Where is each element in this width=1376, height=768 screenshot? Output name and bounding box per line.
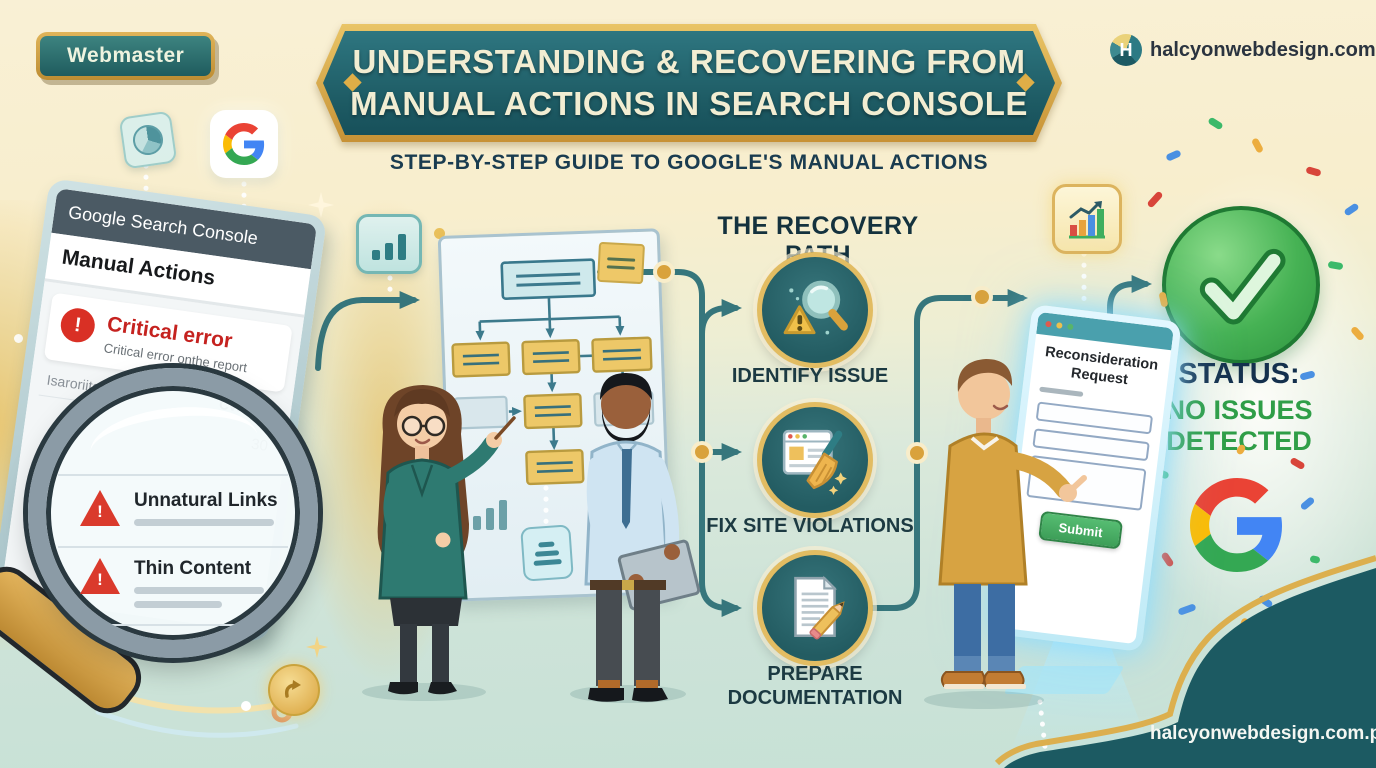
warning-triangle-icon: ! (80, 558, 120, 594)
window-dot-yellow (1056, 322, 1063, 329)
google-g-icon (210, 110, 278, 178)
brand-domain-top: halcyonwebdesign.com.ph (1150, 38, 1376, 61)
brand-domain-bottom: halcyonwebdesign.com.ph (1150, 723, 1376, 744)
magnifying-glass: ! Unnatural Links ! Thin Content (0, 368, 318, 724)
window-dot-green (1066, 323, 1074, 331)
issue-label: Unnatural Links (134, 490, 278, 511)
undo-coin-icon (268, 664, 320, 716)
google-g-logo (1190, 478, 1283, 572)
page-title: UNDERSTANDING & RECOVERING FROM MANUAL A… (316, 24, 1062, 142)
lens-shine (86, 399, 262, 490)
issue-label: Thin Content (134, 558, 252, 579)
issue-row: ! Unnatural Links (80, 490, 278, 526)
whiteboard (437, 228, 673, 602)
deco-dot (14, 334, 23, 343)
webmaster-badge: Webmaster (36, 32, 216, 80)
title-line-2: MANUAL ACTIONS IN SEARCH CONSOLE (350, 85, 1028, 122)
step-label: PREPARE DOCUMENTATION (727, 663, 903, 709)
banner-teal-plate (323, 31, 1055, 135)
magnifier-lens: ! Unnatural Links ! Thin Content (28, 368, 318, 658)
document-pencil-icon (757, 550, 873, 666)
status-label: STATUS: (1178, 358, 1300, 390)
browser-broom-icon (757, 402, 873, 518)
halcyon-logo-icon: H (1110, 34, 1142, 66)
step-label: FIX SITE VIOLATIONS (706, 515, 914, 537)
woman-illustration (362, 385, 516, 701)
title-banner: UNDERSTANDING & RECOVERING FROM MANUAL A… (316, 24, 1062, 142)
warning-triangle-icon: ! (80, 490, 120, 526)
title-line-1: UNDERSTANDING & RECOVERING FROM (352, 43, 1026, 81)
window-dot-red (1045, 320, 1052, 328)
sticky-note (596, 241, 646, 285)
man-pointing-illustration (924, 359, 1087, 709)
page-subtitle: STEP-BY-STEP GUIDE TO GOOGLE'S MANUAL AC… (389, 151, 989, 174)
status-block: STATUS: NO ISSUES DETECTED (1148, 358, 1330, 457)
bar-chart-icon (356, 214, 422, 274)
status-value: NO ISSUES DETECTED (1165, 395, 1313, 457)
exclamation-circle-icon: ! (58, 306, 97, 345)
magnifier-warning-icon (757, 252, 873, 368)
check-circle-icon (1162, 206, 1320, 364)
step-label: IDENTIFY ISSUE (731, 365, 889, 387)
man-tablet-illustration (570, 373, 701, 703)
growth-chart-icon (1052, 184, 1122, 254)
brand-header: H halcyonwebdesign.com.ph (1110, 34, 1376, 66)
flowchart (451, 258, 655, 486)
deco-dot (434, 228, 445, 239)
webmaster-badge-label: Webmaster (40, 36, 212, 76)
pie-chart-icon (118, 110, 178, 170)
issue-row: ! Thin Content (80, 558, 264, 608)
